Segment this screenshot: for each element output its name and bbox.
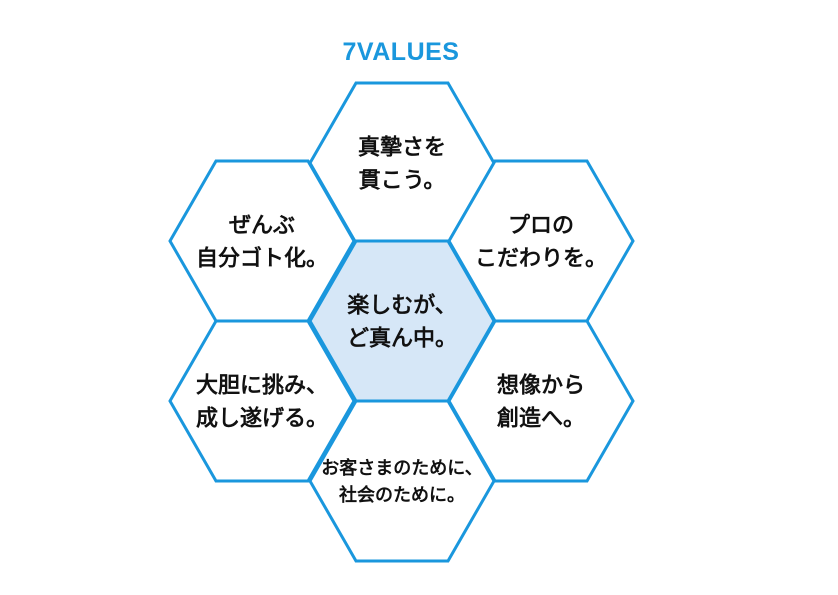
hexagon-label-line: 大胆に挑み、 bbox=[196, 373, 328, 398]
hexagon-label-line: プロの bbox=[508, 213, 574, 238]
hexagon-bottom: お客さまのために、社会のために。 bbox=[308, 399, 496, 563]
hexagon-label-line: 創造へ。 bbox=[497, 406, 585, 431]
hexagon-shape bbox=[308, 239, 496, 403]
hexagon-label-line: ぜんぶ bbox=[229, 213, 295, 238]
hexagon-lower-left: 大胆に挑み、成し遂げる。 bbox=[168, 319, 356, 483]
hexagon-shape bbox=[168, 319, 356, 483]
hexagon-label-line: 成し遂げる。 bbox=[196, 405, 328, 431]
hexagon-label-line: 楽しむが、 bbox=[347, 292, 457, 318]
hexagon-label-line: 社会のために。 bbox=[339, 484, 465, 506]
hexagon-center: 楽しむが、ど真ん中。 bbox=[308, 239, 496, 403]
diagram-title: 7VALUES bbox=[343, 38, 460, 66]
hexagon-label-line: 自分ゴト化。 bbox=[196, 245, 328, 271]
hexagon-label-line: お客さまのために、 bbox=[321, 457, 482, 479]
hexagon-label-line: 想像から bbox=[497, 372, 585, 398]
hexagon-label-line: 貫こう。 bbox=[359, 168, 446, 193]
hexagon-label-line: 真摯さを bbox=[358, 134, 446, 160]
hexagon-label-line: こだわりを。 bbox=[475, 246, 607, 271]
hexagon-label-line: ど真ん中。 bbox=[347, 325, 457, 351]
